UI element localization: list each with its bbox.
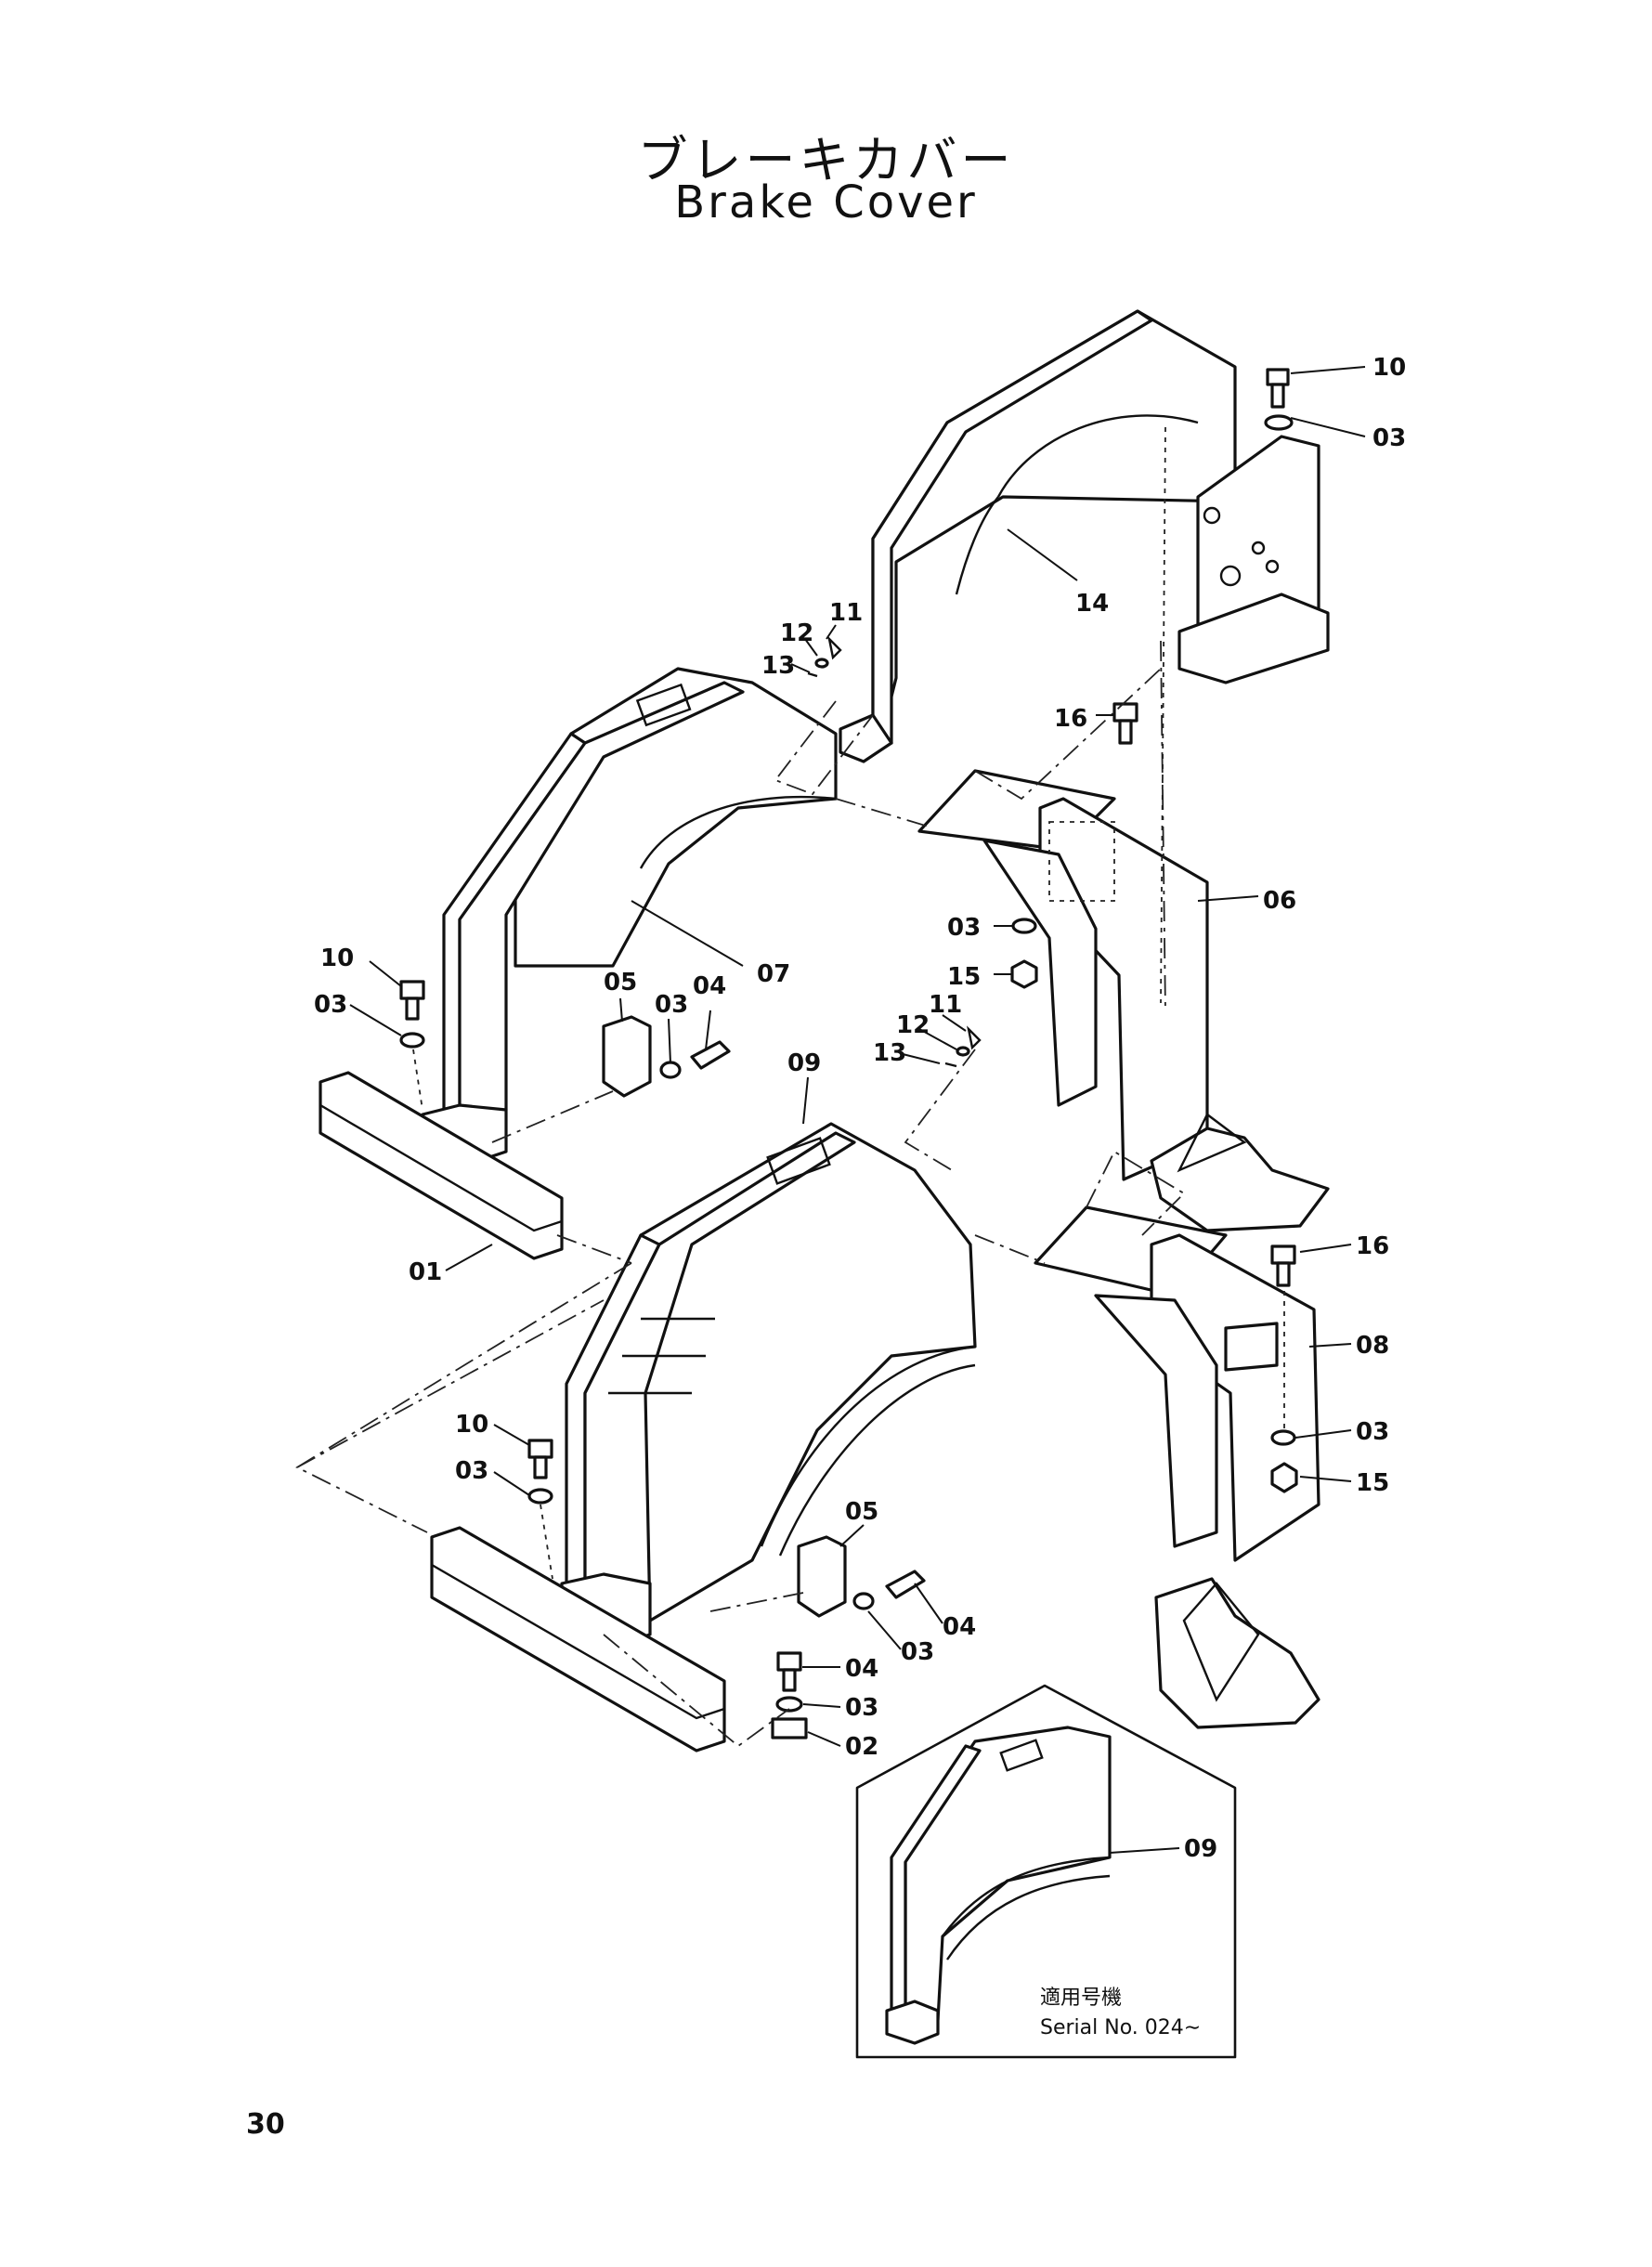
callout-05: 05	[604, 969, 637, 997]
serial-label-english: Serial No. 024∼	[1040, 2016, 1201, 2039]
callout-leader-lines	[349, 366, 1366, 1747]
part-09-front-cover	[560, 1122, 977, 1650]
inset-callout-09: 09	[1184, 1835, 1217, 1863]
callout-04: 04	[943, 1613, 976, 1641]
callout-14: 14	[1075, 590, 1109, 618]
callout-03: 03	[455, 1457, 488, 1485]
callout-labels: 10 03 14 11 12 13 16 06 03 15 07 10 03 0…	[314, 354, 1406, 1761]
callout-10: 10	[320, 945, 354, 972]
callout-13: 13	[761, 652, 795, 680]
part-01-lower-rail	[430, 1526, 726, 1752]
page-number: 30	[246, 2108, 285, 2141]
hardware-bolts-washers	[399, 368, 1298, 1739]
part-14-rear-cover	[839, 309, 1330, 763]
callout-13: 13	[873, 1039, 906, 1067]
page-title-english: Brake Cover	[674, 176, 978, 228]
callout-07: 07	[757, 960, 790, 988]
callout-03: 03	[947, 914, 981, 942]
part-01-upper-rail	[319, 1071, 564, 1260]
callout-15: 15	[1356, 1469, 1389, 1497]
page-title-japanese: ブレーキカバー	[637, 131, 1015, 189]
callout-06: 06	[1263, 887, 1296, 915]
callout-16: 16	[1356, 1232, 1389, 1260]
callout-04: 04	[693, 972, 726, 1000]
callout-10: 10	[1372, 354, 1406, 382]
callout-03: 03	[1372, 424, 1406, 452]
callout-09: 09	[787, 1049, 821, 1077]
callout-03: 03	[1356, 1418, 1389, 1446]
part-07-middle-cover	[421, 667, 838, 1167]
serial-inset-box: 09 適用号機 Serial No. 024∼	[855, 1684, 1237, 2059]
callout-01: 01	[409, 1258, 442, 1286]
callout-11: 11	[929, 991, 962, 1019]
callout-02: 02	[845, 1733, 878, 1761]
callout-16: 16	[1054, 705, 1087, 733]
callout-03: 03	[314, 991, 347, 1019]
serial-label-japanese: 適用号機	[1040, 1987, 1122, 2010]
assembly-guide-lines	[295, 426, 1285, 1748]
callout-12: 12	[896, 1011, 930, 1039]
callout-03: 03	[655, 991, 688, 1019]
callout-12: 12	[780, 619, 813, 647]
part-06-right-bracket	[917, 769, 1330, 1232]
callout-03: 03	[901, 1638, 934, 1666]
callout-15: 15	[947, 963, 981, 991]
callout-04: 04	[845, 1655, 878, 1683]
callout-08: 08	[1356, 1332, 1389, 1360]
callout-05: 05	[845, 1498, 878, 1526]
callout-03: 03	[845, 1694, 878, 1722]
callout-11: 11	[829, 599, 863, 627]
callout-10: 10	[455, 1411, 488, 1439]
